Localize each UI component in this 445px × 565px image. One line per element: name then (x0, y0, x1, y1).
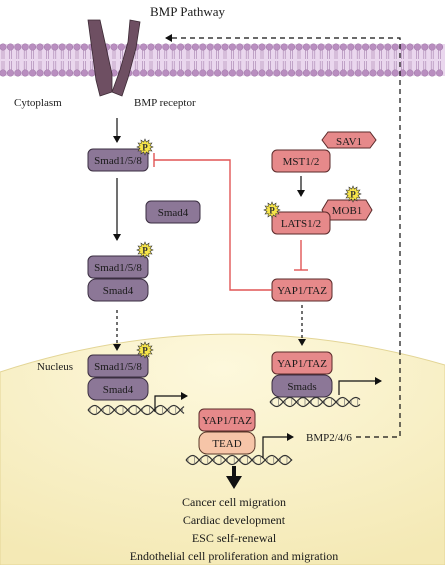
outcome-item: Cardiac development (183, 513, 286, 527)
lats-inhibits-yap (294, 240, 308, 271)
svg-text:P: P (142, 143, 148, 153)
svg-text:Smad4: Smad4 (103, 384, 134, 396)
phospho-icon: P (136, 138, 154, 156)
smad158-cytoplasm: Smad1/5/8 (87, 148, 149, 172)
phospho-icon: P (136, 241, 154, 259)
outcome-arrow (226, 466, 242, 489)
phospho-icon: P (136, 341, 154, 359)
bmp-receptor-icon (87, 19, 141, 97)
yaptaz-cytoplasm: YAP1/TAZ (271, 278, 333, 302)
nucleus-label: Nucleus (37, 361, 73, 373)
outcome-item: Endothelial cell proliferation and migra… (130, 549, 339, 563)
svg-text:P: P (269, 206, 275, 216)
dna-strand-smad (87, 404, 185, 416)
transcription-arrows (154, 377, 382, 458)
membrane-heads-outer (0, 43, 444, 59)
svg-text:P: P (142, 246, 148, 256)
svg-text:Smads: Smads (287, 381, 316, 393)
svg-text:MOB1: MOB1 (332, 205, 363, 217)
outcome-item: Cancer cell migration (182, 495, 286, 509)
dna-strand-yap-smads (269, 396, 361, 408)
smad-complex-nucleus: Smad1/5/8 Smad4 (87, 354, 149, 401)
bmp-receptor-label: BMP receptor (134, 97, 196, 109)
cytoplasm-label: Cytoplasm (14, 97, 62, 109)
phospho-icon: P (344, 185, 362, 203)
cell-membrane (0, 43, 445, 77)
diagram-title: BMP Pathway (150, 4, 225, 19)
svg-text:Smad1/5/8: Smad1/5/8 (94, 155, 142, 167)
bmp-feedback-loop (165, 34, 401, 438)
svg-text:TEAD: TEAD (212, 438, 241, 450)
yap-inhibits-smad (153, 153, 272, 291)
svg-text:Smad4: Smad4 (103, 285, 134, 297)
svg-text:P: P (142, 346, 148, 356)
yaptaz-smads-complex: YAP1/TAZ Smads (271, 351, 333, 398)
svg-text:YAP1/TAZ: YAP1/TAZ (277, 358, 327, 370)
svg-text:LATS1/2: LATS1/2 (281, 218, 321, 230)
lats12-protein: LATS1/2 (271, 211, 331, 235)
phospho-markers: P P P P P (136, 138, 362, 359)
outcomes-list: Cancer cell migration Cardiac developmen… (130, 495, 339, 563)
sav1-protein: SAV1 (321, 131, 377, 149)
svg-text:Smad4: Smad4 (158, 207, 189, 219)
svg-text:MST1/2: MST1/2 (283, 156, 320, 168)
svg-text:YAP1/TAZ: YAP1/TAZ (202, 415, 252, 427)
svg-text:YAP1/TAZ: YAP1/TAZ (277, 285, 327, 297)
svg-text:Smad1/5/8: Smad1/5/8 (94, 262, 142, 274)
svg-text:P: P (350, 190, 356, 200)
yaptaz-tead-complex: YAP1/TAZ TEAD (198, 408, 256, 455)
smad-complex-cytoplasm: Smad1/5/8 Smad4 (87, 255, 149, 302)
mst12-protein: MST1/2 (271, 149, 331, 173)
dna-strand-tead (185, 454, 293, 466)
svg-text:Smad1/5/8: Smad1/5/8 (94, 361, 142, 373)
outcome-item: ESC self-renewal (192, 531, 277, 545)
svg-text:SAV1: SAV1 (336, 136, 362, 148)
mob1-protein: MOB1 (321, 199, 373, 221)
phospho-icon: P (263, 201, 281, 219)
smad4-free: Smad4 (145, 200, 201, 224)
bmp-genes-label: BMP2/4/6 (306, 432, 352, 444)
